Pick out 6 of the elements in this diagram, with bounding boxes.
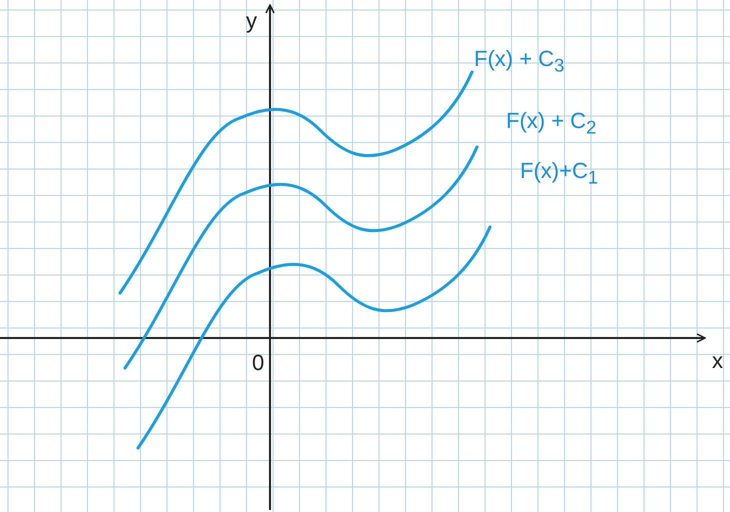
origin-label: 0 <box>252 352 264 374</box>
axis-label: y <box>246 10 257 32</box>
axis-label: x <box>712 350 723 372</box>
curve-label: F(x) + C$_{2}$ <box>506 110 596 137</box>
curve-label: F(x) + C$_{3}$ <box>474 48 564 75</box>
curve-label: F(x)+C$_{1}$ <box>520 160 598 187</box>
